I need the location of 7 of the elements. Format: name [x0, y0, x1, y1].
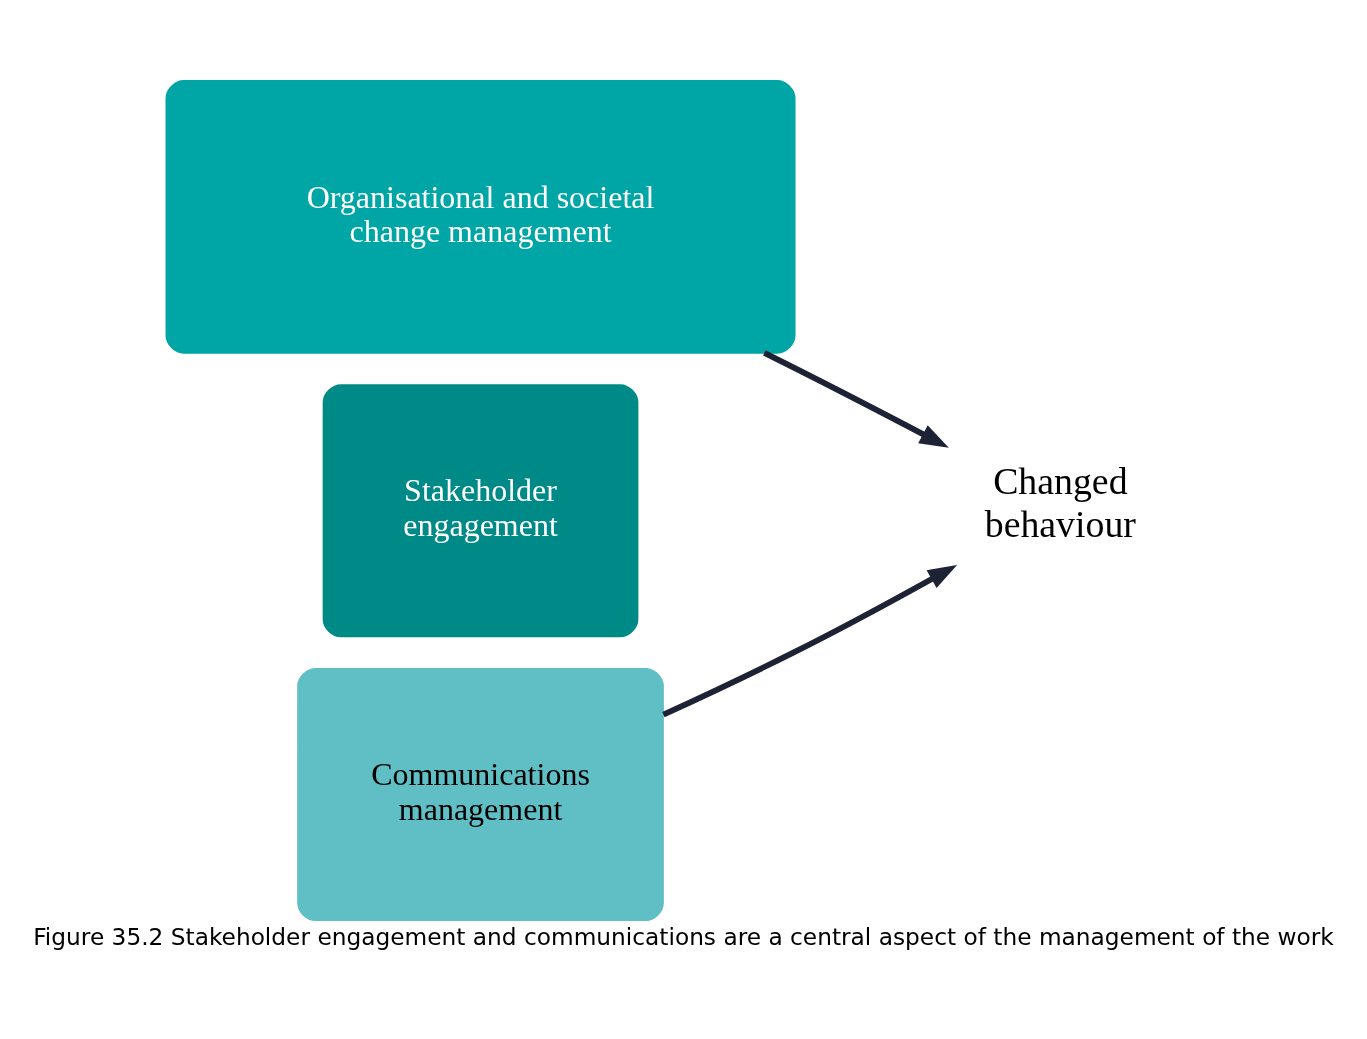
node-box: Stakeholder engagement	[322, 384, 639, 638]
arrow	[763, 350, 949, 448]
node-text: Changed behaviour	[984, 460, 1136, 545]
node-box: Communications management	[297, 667, 664, 922]
caption: Figure 35.2 Stakeholder engagement and communications are a central aspect of the management of the work	[33, 922, 1334, 950]
node-box: Organisational and societal change management	[165, 80, 796, 354]
arrow	[662, 564, 958, 718]
